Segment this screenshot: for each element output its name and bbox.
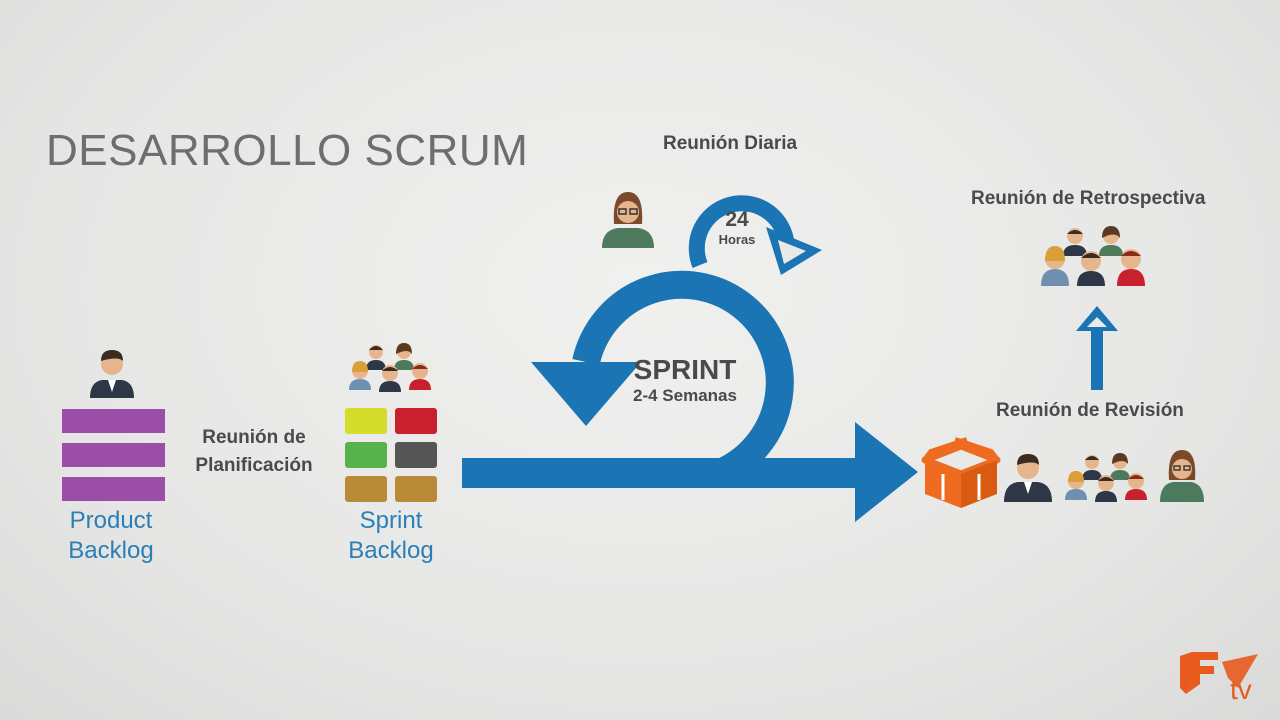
sprint-backlog-item xyxy=(395,442,437,468)
daily-meeting-label: Reunión Diaria xyxy=(663,133,798,154)
person-icon xyxy=(602,192,654,248)
person-icon xyxy=(90,350,134,398)
review-label: Reunión de Revisión xyxy=(996,400,1184,421)
team-icon xyxy=(1041,226,1145,286)
daily-loop-arrow xyxy=(688,195,794,268)
person-icon xyxy=(1004,454,1052,502)
product-backlog-bar xyxy=(62,409,165,433)
person-icon xyxy=(1160,450,1204,502)
flow-arrow-head xyxy=(855,422,918,522)
sprint-backlog-item xyxy=(395,476,437,502)
product-backlog-label: Product Backlog xyxy=(68,507,154,564)
team-icon xyxy=(349,343,431,392)
sprint-loop-arrow xyxy=(572,270,794,486)
daily-duration: 24 Horas xyxy=(718,208,756,247)
retrospective-label: Reunión de Retrospectiva xyxy=(971,188,1206,209)
team-icon xyxy=(1065,453,1147,502)
sprint-backlog-item xyxy=(395,408,437,434)
product-backlog-bar xyxy=(62,443,165,467)
up-arrow-shaft xyxy=(1091,326,1103,390)
sprint-label: SPRINT 2-4 Semanas xyxy=(633,354,737,405)
product-backlog-bar xyxy=(62,477,165,501)
sprint-backlog-item xyxy=(345,408,387,434)
sprint-backlog-label: Sprint Backlog xyxy=(348,507,434,564)
sprint-loop-arrow-head xyxy=(531,362,641,426)
logo-text: tv xyxy=(1230,674,1252,705)
sprint-backlog-item xyxy=(345,442,387,468)
sprint-backlog-item xyxy=(345,476,387,502)
page-title: DESARROLLO SCRUM xyxy=(46,126,529,175)
planning-meeting-label: Reunión de Planificación xyxy=(195,427,313,476)
product-box-icon xyxy=(921,437,1001,508)
logo-icon xyxy=(1180,652,1258,694)
